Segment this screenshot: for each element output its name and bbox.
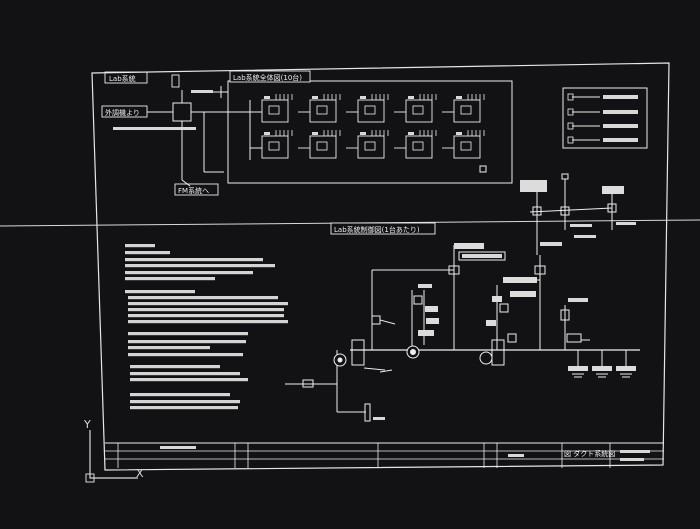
ahu-unit-box — [172, 102, 192, 122]
system-overview-title-tag — [229, 70, 311, 83]
ucs-y-axis-label: Y — [83, 418, 91, 431]
room-unit — [346, 94, 389, 123]
note-text-line — [128, 296, 278, 300]
note-text-line — [128, 308, 284, 312]
note-text-line — [128, 302, 288, 306]
note-text-line — [125, 277, 215, 281]
room-unit — [250, 94, 293, 123]
system-overview-frame — [227, 80, 513, 184]
to-fm-system-tag — [174, 183, 219, 196]
drawing-title: 図 ダクト系統図 — [564, 449, 615, 458]
room-unit — [442, 130, 485, 159]
unit-small-symbol — [171, 74, 180, 88]
notes-text-block — [125, 244, 288, 410]
note-text-line — [130, 378, 248, 382]
control-diagram: Lab系統制御図(1台あたり) — [285, 222, 640, 422]
note-text-line — [125, 290, 195, 294]
note-text-line — [128, 320, 288, 324]
room-unit — [298, 94, 341, 123]
note-text-line — [130, 372, 240, 376]
note-text-line — [125, 264, 275, 268]
room-unit — [298, 130, 341, 159]
note-text-line — [125, 244, 155, 248]
room-unit — [394, 94, 437, 123]
note-text-line — [130, 365, 220, 369]
note-text-line — [128, 332, 248, 336]
note-text-line — [128, 353, 243, 357]
note-text-line — [128, 314, 284, 318]
note-text-line — [128, 340, 246, 344]
note-text-line — [130, 406, 238, 410]
note-text-line — [130, 393, 230, 397]
room-unit — [250, 130, 293, 159]
lab-system-label: Lab系統 — [109, 74, 136, 83]
spec-text-bar — [113, 127, 196, 130]
note-text-line — [130, 400, 240, 404]
note-text-line — [125, 258, 263, 262]
system-overview-title: Lab系統全体図(10台) — [233, 73, 302, 82]
ucs-icon: Y X — [83, 418, 144, 483]
ucs-x-axis-label: X — [136, 467, 144, 480]
branch-tag-block — [602, 186, 624, 194]
title-block: 図 ダクト系統図 — [105, 442, 664, 468]
room-unit — [346, 130, 389, 159]
legend-frame — [562, 87, 648, 149]
control-diagram-title: Lab系統制御図(1台あたり) — [334, 225, 420, 234]
room-unit — [442, 94, 485, 123]
room-unit — [394, 130, 437, 159]
branch-tags-right — [520, 173, 636, 255]
note-text-line — [125, 271, 253, 275]
branch-tag-block — [520, 180, 547, 192]
room-unit-grid — [250, 94, 487, 173]
lab-system-tag — [104, 71, 148, 84]
legend-box — [562, 87, 648, 149]
control-diagram-title-tag — [330, 222, 436, 235]
note-text-line — [128, 346, 210, 350]
to-fm-system-label: FM系統へ — [178, 186, 209, 195]
lab-system-section: Lab系統 外調機より FM系統へ — [101, 71, 232, 196]
system-overview-panel: Lab系統全体図(10台) — [227, 70, 513, 184]
outside-source-label: 外調機より — [105, 108, 140, 117]
sheet-border — [91, 62, 670, 471]
note-text-line — [125, 251, 170, 255]
